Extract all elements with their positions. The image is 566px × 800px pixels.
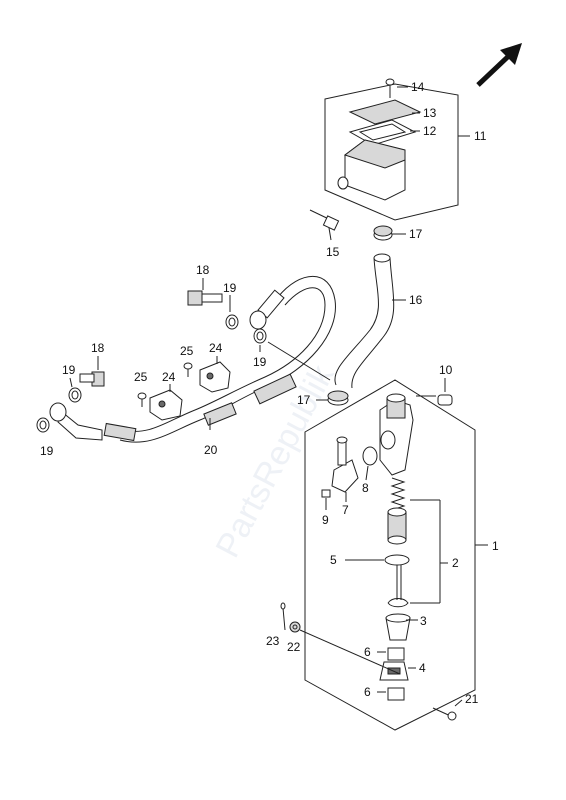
label-6-upper: 6 [364,645,371,659]
label-22: 22 [287,640,301,654]
label-12: 12 [423,124,437,138]
label-23: 23 [266,634,280,648]
cotter-pin-23 [280,602,286,631]
label-17-lower: 17 [297,393,311,407]
label-14: 14 [411,80,425,94]
label-19-lower-a: 19 [62,363,76,377]
washer-19-upper-b [253,328,267,352]
label-11: 11 [474,129,487,143]
washer-22 [289,621,401,675]
hose-guide-24-right [199,356,231,393]
washer-19-upper-a [225,295,239,330]
label-2: 2 [452,556,459,570]
label-13: 13 [423,106,437,120]
label-25-left: 25 [134,370,148,384]
label-19-lower-b: 19 [40,444,54,458]
screw-25-right [183,362,193,377]
label-20: 20 [204,443,218,457]
hose-clamp-17-top [373,225,406,241]
label-24-right: 24 [209,341,223,355]
label-18-lower: 18 [91,341,105,355]
label-25-right: 25 [180,344,194,358]
hose-guide-24-left [149,384,183,421]
label-3: 3 [420,614,427,628]
banjo-bolt-18-lower [79,356,105,387]
label-24-left: 24 [162,370,176,384]
label-19-upper-b: 19 [253,355,267,369]
washer-19-lower-a [68,377,82,403]
label-17-top: 17 [409,227,423,241]
label-6-lower: 6 [364,685,371,699]
label-7: 7 [342,503,349,517]
front-arrow-icon [476,43,522,87]
label-1: 1 [492,539,499,553]
bolt-15 [309,209,340,241]
screw-25-left [137,392,147,407]
brake-hose-20 [49,275,336,443]
clevis-pin-21 [432,699,463,721]
label-5: 5 [330,553,337,567]
label-18-upper: 18 [196,263,210,277]
label-10: 10 [439,363,453,377]
washer-19-lower-b [36,417,50,433]
master-cylinder-assembly [304,378,488,731]
reservoir-assembly [324,78,470,221]
reservoir-hose-16 [334,253,406,389]
label-21: 21 [465,692,479,706]
label-4: 4 [419,661,426,675]
hose-clamp-17-lower [316,390,349,406]
label-9: 9 [322,513,329,527]
banjo-bolt-18-upper [187,278,223,306]
label-8: 8 [362,481,369,495]
label-16: 16 [409,293,423,307]
label-19-upper-a: 19 [223,281,237,295]
label-15: 15 [326,245,340,259]
